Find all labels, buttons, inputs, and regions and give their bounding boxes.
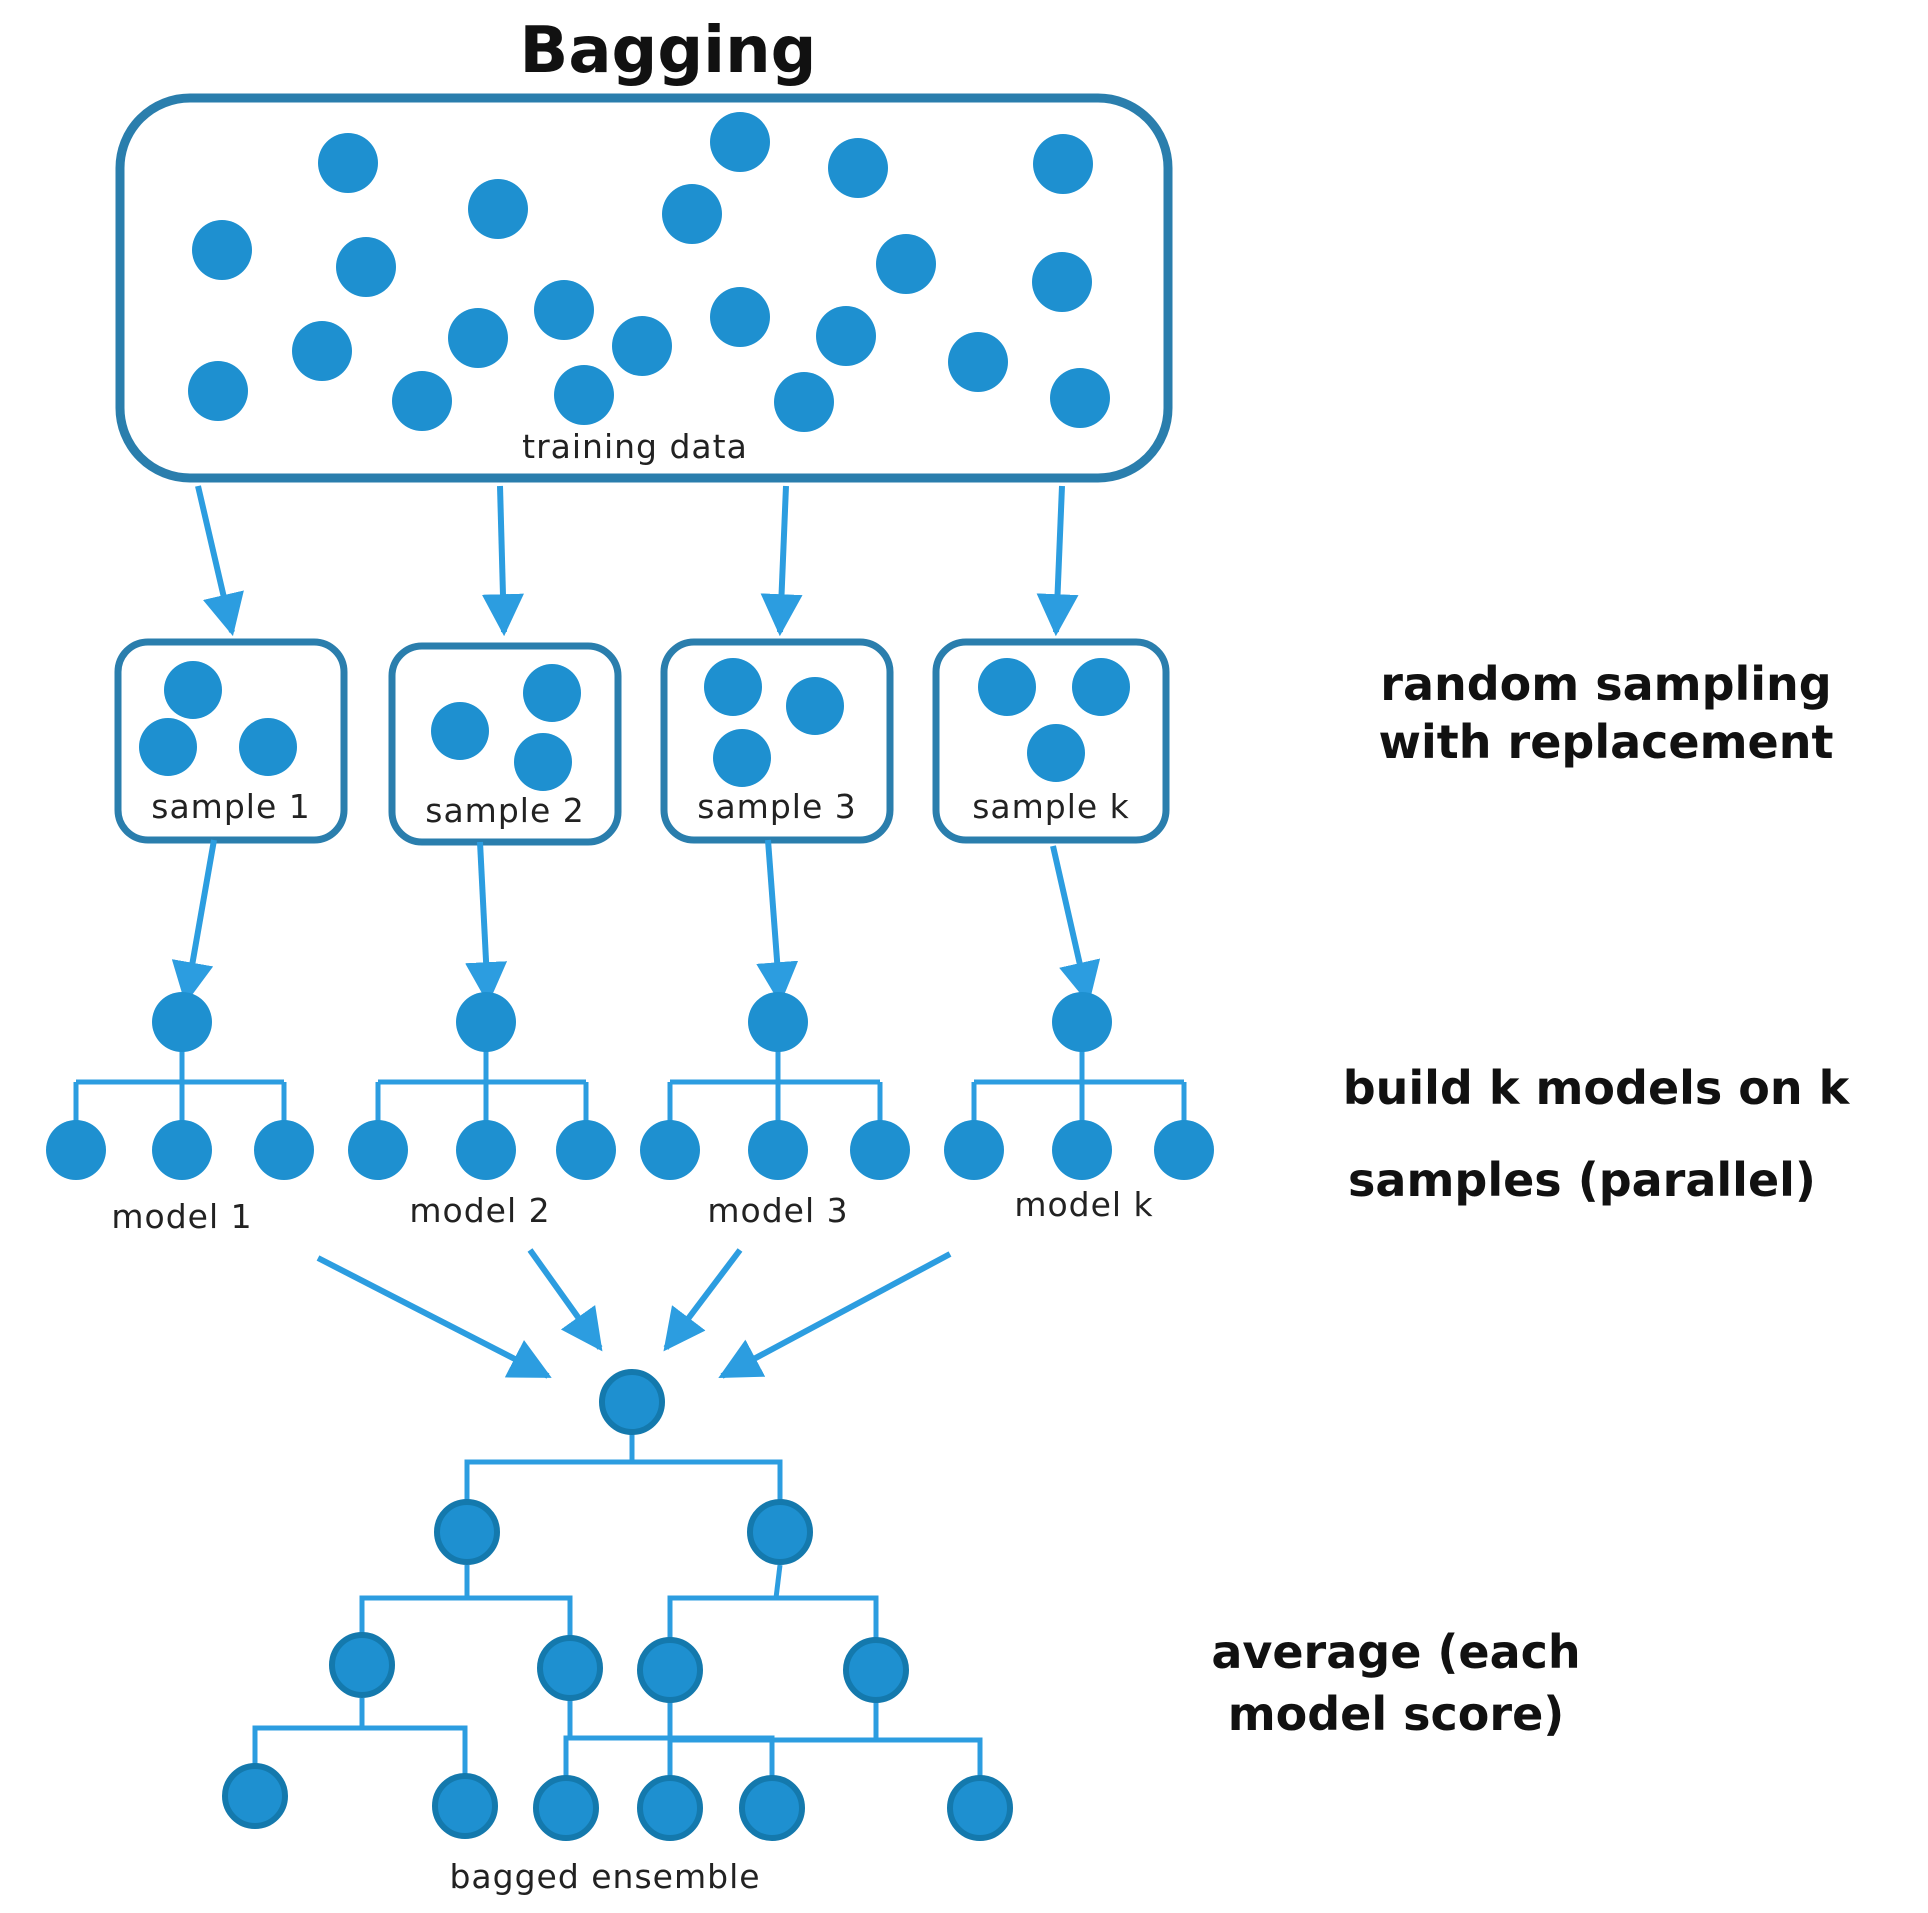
training-data-point xyxy=(318,133,378,193)
model-label-1: model 1 xyxy=(111,1197,252,1236)
training-data-box: training data xyxy=(115,93,1173,483)
sample-box-3: sample 3 xyxy=(660,638,894,844)
model-leaf-node xyxy=(348,1120,408,1180)
sampling-arrows xyxy=(195,485,1079,637)
model-root-node xyxy=(748,992,808,1052)
training-data-point xyxy=(612,316,672,376)
training-data-point xyxy=(192,220,252,280)
training-data-point xyxy=(828,138,888,198)
ensemble-node xyxy=(947,1775,1013,1841)
sample-box-k: sample k xyxy=(932,638,1170,844)
model-root-node xyxy=(1052,992,1112,1052)
training-data-point xyxy=(710,112,770,172)
step-build-line-2: samples (parallel) xyxy=(1348,1153,1816,1207)
model-leaf-node xyxy=(456,1120,516,1180)
ensemble-node xyxy=(432,1773,498,1839)
training-data-point xyxy=(1033,134,1093,194)
training-data-point xyxy=(188,361,248,421)
training-data-point xyxy=(336,237,396,297)
training-data-point xyxy=(876,234,936,294)
training-data-point xyxy=(1050,368,1110,428)
ensemble-node xyxy=(434,1499,500,1565)
model-trees xyxy=(46,992,1214,1180)
ensemble-node xyxy=(599,1369,665,1435)
training-data-point xyxy=(534,280,594,340)
model-leaf-node xyxy=(850,1120,910,1180)
model-leaf-node xyxy=(152,1120,212,1180)
step-average-line-2: model score) xyxy=(1228,1687,1565,1741)
model-leaf-node xyxy=(1154,1120,1214,1180)
step-average-line-1: average (each xyxy=(1211,1625,1580,1679)
diagram-title: Bagging xyxy=(520,14,817,88)
training-data-point xyxy=(774,372,834,432)
training-data-points xyxy=(188,112,1110,432)
model-leaf-node xyxy=(556,1120,616,1180)
sample-box-2: sample 2 xyxy=(388,642,622,846)
training-data-point xyxy=(468,179,528,239)
step-sampling-line-2: with replacement xyxy=(1379,715,1834,769)
model-leaf-node xyxy=(748,1120,808,1180)
sample-label-k: sample k xyxy=(972,787,1130,826)
ensemble-node xyxy=(637,1637,703,1703)
ensemble-node xyxy=(843,1637,909,1703)
training-data-point xyxy=(710,287,770,347)
model-arrows xyxy=(171,839,1101,1005)
ensemble-node xyxy=(537,1635,603,1701)
ensemble-tree xyxy=(252,1402,983,1808)
sample-boxes: sample 1 sample 2 sample 3 sample k xyxy=(114,638,1170,846)
step-build-line-1: build k models on k xyxy=(1343,1061,1851,1115)
model-leaf-node xyxy=(254,1120,314,1180)
model-label-2: model 2 xyxy=(409,1191,550,1230)
model-leaf-node xyxy=(640,1120,700,1180)
sample-box-1: sample 1 xyxy=(114,638,348,844)
training-data-point xyxy=(554,365,614,425)
training-data-label: training data xyxy=(522,427,748,466)
training-data-point xyxy=(1032,252,1092,312)
ensemble-node xyxy=(739,1775,805,1841)
step-sampling-line-1: random sampling xyxy=(1380,657,1831,711)
ensemble-node xyxy=(747,1499,813,1565)
ensemble-node xyxy=(533,1775,599,1841)
training-data-point xyxy=(448,308,508,368)
sample-label-1: sample 1 xyxy=(151,787,310,826)
ensemble-node xyxy=(329,1632,395,1698)
model-leaf-node xyxy=(46,1120,106,1180)
model-leaf-node xyxy=(944,1120,1004,1180)
ensemble-arrows xyxy=(316,1248,952,1379)
ensemble-nodes xyxy=(222,1369,1013,1841)
sample-label-2: sample 2 xyxy=(425,791,584,830)
ensemble-node xyxy=(222,1763,288,1829)
training-data-point xyxy=(816,306,876,366)
training-data-point xyxy=(662,184,722,244)
model-root-node xyxy=(456,992,516,1052)
model-root-node xyxy=(152,992,212,1052)
training-data-point xyxy=(392,371,452,431)
model-label-3: model 3 xyxy=(707,1191,848,1230)
model-leaf-node xyxy=(1052,1120,1112,1180)
model-label-k: model k xyxy=(1014,1185,1153,1224)
training-data-point xyxy=(948,332,1008,392)
ensemble-label: bagged ensemble xyxy=(449,1857,760,1896)
training-data-point xyxy=(292,321,352,381)
ensemble-node xyxy=(637,1775,703,1841)
sample-label-3: sample 3 xyxy=(697,787,856,826)
